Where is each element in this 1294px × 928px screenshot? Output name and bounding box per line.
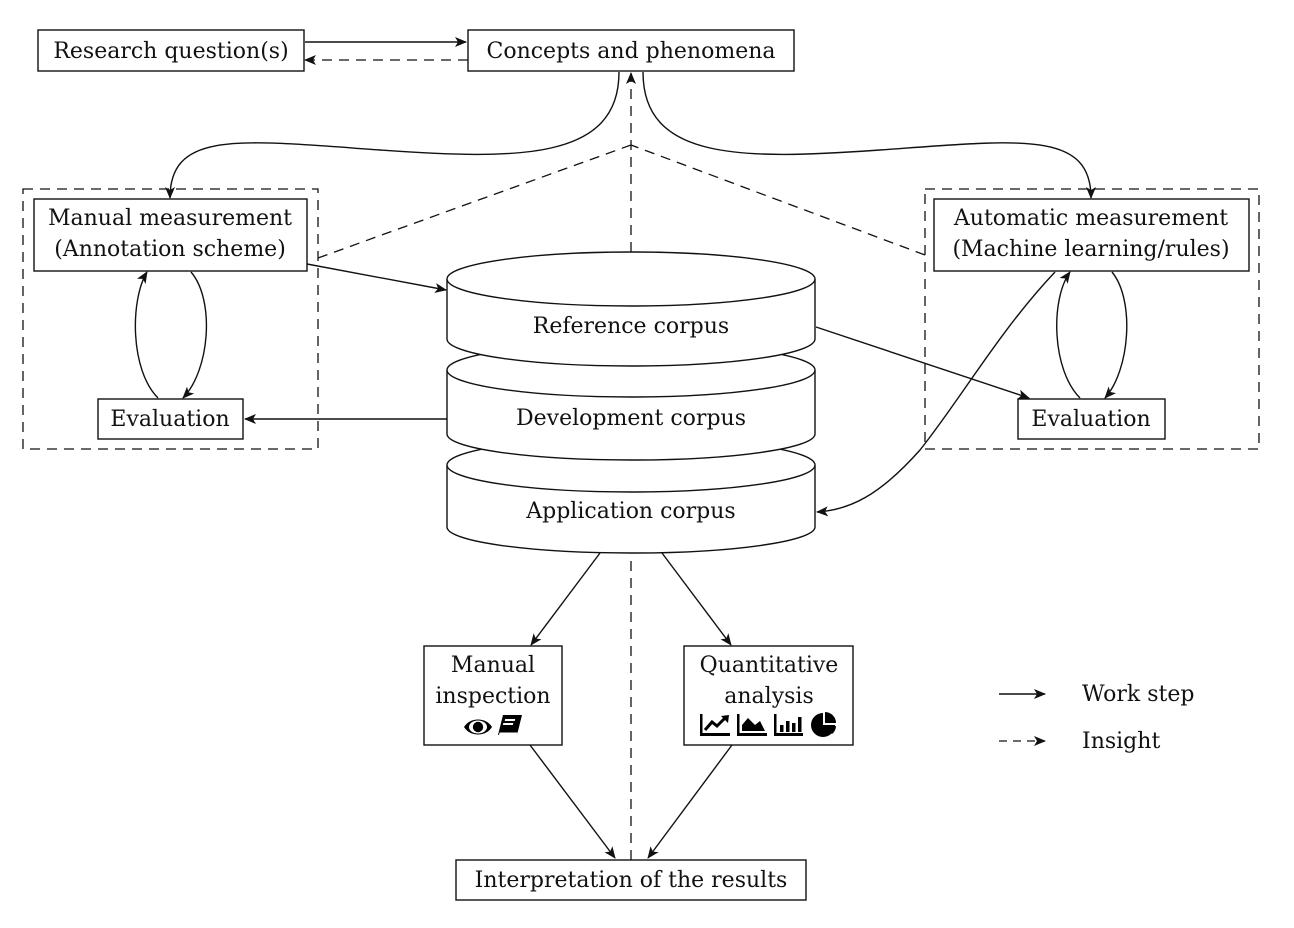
edge-concepts-to-automatic <box>642 71 1096 199</box>
reference-corpus-label: Reference corpus <box>533 314 729 339</box>
reference-corpus[interactable]: Reference corpus <box>446 251 816 367</box>
quantitative-analysis-subtitle: analysis <box>724 684 813 709</box>
legend-insight-label: Insight <box>1082 729 1160 754</box>
eye-icon <box>464 719 492 735</box>
manual-inspection-node[interactable]: Manual inspection <box>423 645 563 746</box>
edge-corpus-to-manual-inspection <box>530 552 601 646</box>
insight-edge-right-group-to-apex <box>630 144 926 256</box>
line-chart-icon <box>700 714 730 736</box>
book-icon <box>498 715 522 735</box>
manual-measurement-group <box>22 188 319 450</box>
manual-inspection-title: Manual <box>451 653 535 678</box>
edge-manual-to-evaluation <box>182 271 208 399</box>
application-corpus-label: Application corpus <box>525 499 735 524</box>
edge-automatic-to-evaluation <box>1104 271 1128 399</box>
development-corpus-label: Development corpus <box>516 406 746 431</box>
interpretation-node[interactable]: Interpretation of the results <box>455 859 807 901</box>
automatic-measurement-title: Automatic measurement <box>953 206 1228 231</box>
manual-measurement-title: Manual measurement <box>48 206 292 231</box>
automatic-measurement-node[interactable]: Automatic measurement (Machine learning/… <box>933 198 1250 272</box>
manual-measurement-node[interactable]: Manual measurement (Annotation scheme) <box>33 198 308 272</box>
automatic-measurement-group <box>924 188 1260 450</box>
evaluation-left-node[interactable]: Evaluation <box>97 398 244 440</box>
evaluation-left-label: Evaluation <box>110 407 229 432</box>
legend-work-step-label: Work step <box>1082 682 1194 707</box>
pie-chart-icon <box>811 712 836 737</box>
area-chart-icon <box>737 714 767 736</box>
edge-evaluation-to-automatic <box>1056 271 1081 399</box>
edge-concepts-to-manual <box>165 71 620 199</box>
edge-automatic-to-application-corpus <box>816 271 1056 517</box>
application-corpus[interactable]: Application corpus <box>446 437 816 554</box>
edge-quantitative-to-interpretation <box>647 744 733 859</box>
quantitative-analysis-node[interactable]: Quantitative analysis <box>683 645 854 746</box>
concepts-label: Concepts and phenomena <box>486 39 775 64</box>
research-question-node[interactable]: Research question(s) <box>37 29 305 72</box>
manual-measurement-subtitle: (Annotation scheme) <box>54 237 286 262</box>
interpretation-label: Interpretation of the results <box>475 868 788 893</box>
bar-chart-icon <box>774 714 803 736</box>
edge-manual-inspection-to-interpretation <box>529 744 616 859</box>
edge-corpus-to-quantitative <box>661 552 732 646</box>
insight-edge-left-group-to-apex <box>317 144 632 259</box>
concepts-node[interactable]: Concepts and phenomena <box>467 29 795 72</box>
evaluation-right-label: Evaluation <box>1031 407 1150 432</box>
edge-manual-to-reference-corpus <box>306 263 447 293</box>
edge-reference-corpus-to-evaluation <box>815 326 1030 400</box>
edge-evaluation-to-manual <box>134 271 159 399</box>
evaluation-right-node[interactable]: Evaluation <box>1017 398 1166 440</box>
manual-inspection-subtitle: inspection <box>435 684 550 709</box>
quantitative-analysis-title: Quantitative <box>700 653 839 678</box>
legend: Work step Insight <box>999 682 1194 754</box>
research-question-label: Research question(s) <box>53 39 288 64</box>
automatic-measurement-subtitle: (Machine learning/rules) <box>952 237 1229 262</box>
